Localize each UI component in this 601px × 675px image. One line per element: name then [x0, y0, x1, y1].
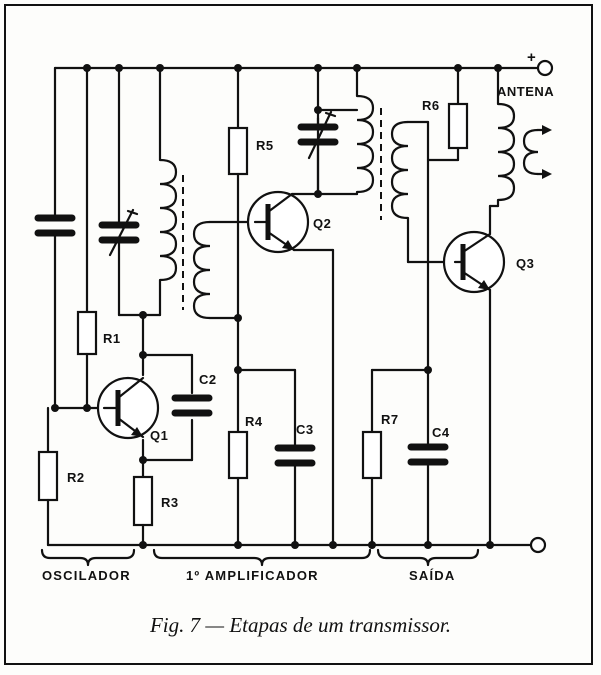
stage-label-saida: SAÍDA [409, 568, 455, 583]
label-q3: Q3 [516, 256, 534, 271]
transistor-q2 [246, 190, 310, 254]
resistor-r2 [37, 406, 59, 547]
figure-frame [4, 4, 593, 665]
resistor-r4 [227, 430, 249, 547]
label-r6: R6 [422, 98, 440, 113]
resistor-r1 [76, 66, 98, 410]
transformer-2 [355, 66, 457, 372]
resistor-r7 [361, 368, 430, 547]
variable-capacitor-amplifier [297, 108, 359, 196]
capacitor-c4 [407, 368, 449, 547]
resistor-r6 [426, 66, 469, 162]
label-r5: R5 [256, 138, 274, 153]
label-c4: C4 [432, 425, 450, 440]
positive-rail [53, 59, 554, 77]
label-r3: R3 [161, 495, 179, 510]
resistor-r3 [132, 458, 154, 547]
junction-dots [51, 64, 502, 549]
figure-caption: Fig. 7 — Etapas de um transmissor. [149, 613, 452, 637]
resistor-r5 [227, 66, 249, 224]
capacitor-left [34, 66, 76, 410]
label-q2: Q2 [313, 216, 331, 231]
stage-label-amplificador: 1º AMPLIFICADOR [186, 568, 319, 583]
label-r7: R7 [381, 412, 399, 427]
label-antena: ANTENA [497, 84, 554, 99]
capacitor-c3 [236, 368, 316, 547]
label-r4: R4 [245, 414, 263, 429]
label-q1: Q1 [150, 428, 168, 443]
label-r1: R1 [103, 331, 121, 346]
transistor-q1 [96, 376, 160, 440]
stage-brace-saida [376, 548, 480, 567]
label-c3: C3 [296, 422, 314, 437]
ground-rail [46, 536, 547, 554]
transformer-1 [158, 66, 257, 320]
antenna-coil [488, 66, 552, 208]
transistor-q3 [442, 230, 506, 294]
label-c2: C2 [199, 372, 217, 387]
stage-brace-oscilador [40, 548, 136, 567]
stage-brace-amplificador [152, 548, 372, 567]
stage-label-oscilador: OSCILADOR [42, 568, 131, 583]
label-r2: R2 [67, 470, 85, 485]
positive-terminal-label: + [527, 49, 536, 66]
capacitor-c2 [171, 394, 213, 417]
variable-capacitor-oscillator [98, 66, 162, 317]
